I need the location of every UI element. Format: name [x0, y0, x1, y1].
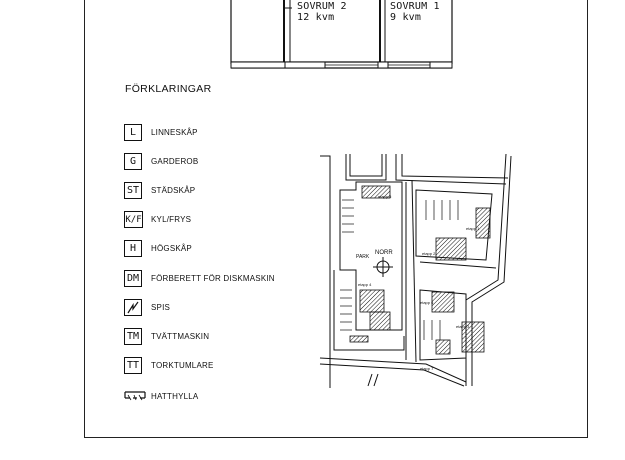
room-name: SOVRUM 2 — [297, 1, 347, 12]
stage-label-2: etapp 2 — [422, 251, 436, 256]
room-label-sovrum-2: SOVRUM 2 12 kvm — [297, 1, 347, 23]
north-arrow-icon — [373, 257, 393, 277]
legend-symbol: TT — [124, 357, 142, 374]
hat-shelf-icon — [124, 391, 146, 401]
legend-label: STÄDSKÅP — [151, 186, 196, 195]
legend-label: GARDEROB — [151, 157, 199, 166]
legend-label: SPIS — [151, 303, 171, 312]
legend-symbol: ST — [124, 182, 142, 199]
legend-symbol: K/F — [124, 211, 143, 228]
legend-symbol: TM — [124, 328, 142, 345]
site-map: NORR PARK etapp 1 etapp 2 etapp 3 etapp … — [319, 153, 512, 388]
stage-label-1: etapp 1 — [466, 226, 480, 231]
legend-symbol: G — [124, 153, 142, 170]
floor-plan — [230, 0, 453, 69]
page-frame — [84, 0, 588, 438]
legend-label: KYL/FRYS — [151, 215, 192, 224]
room-area: 9 kvm — [390, 12, 422, 23]
north-label: NORR — [375, 250, 393, 256]
legend-label: TORKTUMLARE — [151, 361, 214, 370]
legend-label: TVÄTTMASKIN — [151, 332, 210, 341]
room-name: SOVRUM 1 — [390, 1, 440, 12]
park-label: PARK — [356, 254, 370, 260]
stage-label-3: etapp 3 — [456, 324, 470, 329]
legend-symbol: DM — [124, 270, 142, 287]
legend-symbol: L — [124, 124, 142, 141]
stage-label-6: etapp 6 — [420, 300, 434, 305]
room-label-sovrum-1: SOVRUM 1 9 kvm — [390, 1, 440, 23]
room-area: 12 kvm — [297, 12, 335, 23]
stage-label-7: etapp 7 — [420, 366, 434, 371]
stage-label-4: etapp 4 — [358, 282, 372, 287]
legend-label: LINNESKÅP — [151, 128, 198, 137]
legend-label: HATTHYLLA — [151, 392, 199, 401]
legend-label: FÖRBERETT FÖR DISKMASKIN — [151, 274, 275, 283]
legend-title: FÖRKLARINGAR — [125, 83, 212, 95]
spis-icon — [124, 299, 142, 316]
legend-symbol: H — [124, 240, 142, 257]
stage-label-5: etapp 5 — [378, 194, 392, 199]
legend-label: HÖGSKÅP — [151, 244, 192, 253]
